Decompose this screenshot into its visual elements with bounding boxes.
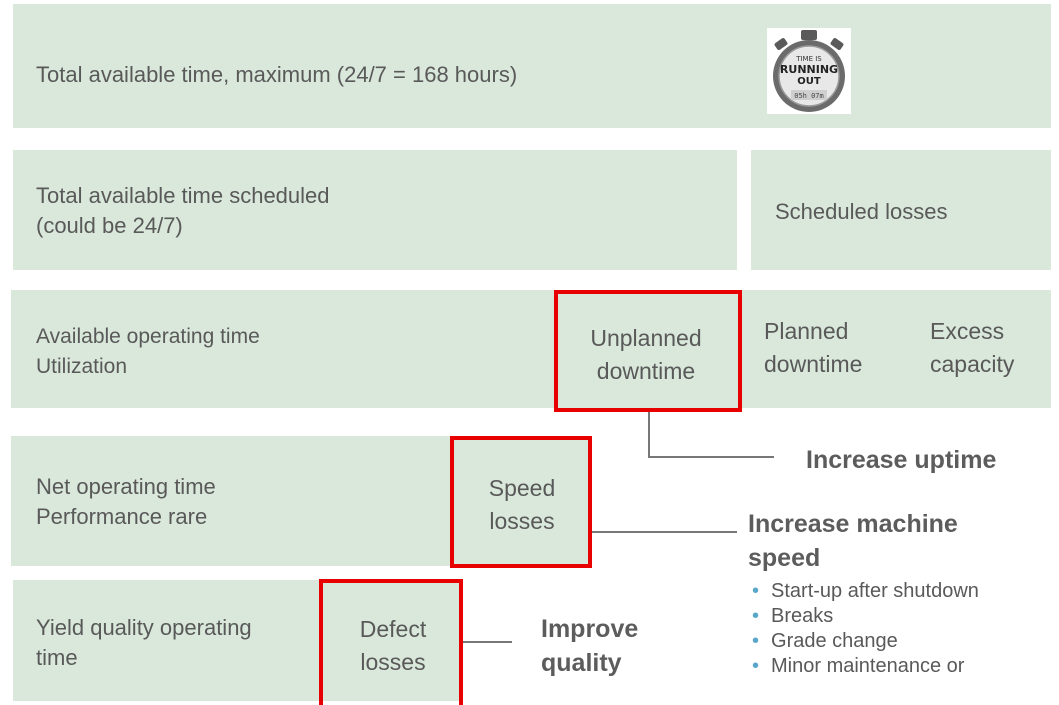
increase-speed-callout: Increase machine speed xyxy=(748,510,958,572)
svg-text:TIME IS: TIME IS xyxy=(795,55,822,63)
list-item: •Minor maintenance or xyxy=(752,655,965,677)
scheduled-losses-box xyxy=(751,150,1051,270)
row-available-operating xyxy=(11,290,1051,408)
row-yield-quality xyxy=(13,580,462,701)
svg-text:RUNNING: RUNNING xyxy=(780,63,838,76)
quality-connector xyxy=(463,641,512,643)
bullet-icon: • xyxy=(752,580,760,602)
row-available-operating-label: Available operating time Utilization xyxy=(36,322,260,382)
scheduled-losses-label: Scheduled losses xyxy=(775,199,948,224)
row-net-operating-line-1: Net operating time xyxy=(36,474,216,499)
row-scheduled-label: Total available time scheduled (could be… xyxy=(36,181,330,241)
row-available-operating-line-1: Available operating time xyxy=(36,325,260,348)
stopwatch-icon: TIME IS RUNNING OUT 05h 07m xyxy=(767,28,851,114)
row-scheduled-line-2: (could be 24/7) xyxy=(36,213,183,238)
row-total-max xyxy=(13,4,1051,128)
row-net-operating-line-2: Performance rare xyxy=(36,504,208,529)
svg-text:OUT: OUT xyxy=(797,76,821,87)
list-item: •Grade change xyxy=(752,630,898,652)
row-yield-quality-label: Yield quality operating time xyxy=(36,613,252,673)
defect-losses-highlight xyxy=(319,579,463,705)
uptime-connector-horizontal xyxy=(648,456,774,458)
row-net-operating-label: Net operating time Performance rare xyxy=(36,472,216,532)
unplanned-downtime-highlight xyxy=(554,290,742,412)
improve-quality-callout: Improve quality xyxy=(541,615,639,677)
unplanned-downtime-label: Unplanned downtime xyxy=(590,325,702,384)
row-yield-quality-line-1: Yield quality operating xyxy=(36,615,252,640)
row-scheduled xyxy=(13,150,737,270)
defect-losses-label: Defect losses xyxy=(359,616,427,675)
increase-uptime-callout: Increase uptime xyxy=(806,446,997,474)
row-total-max-label: Total available time, maximum (24/7 = 16… xyxy=(36,62,518,87)
planned-downtime-label: Planned downtime xyxy=(764,318,863,377)
row-net-operating xyxy=(11,436,589,566)
row-scheduled-line-1: Total available time scheduled xyxy=(36,183,330,208)
row-available-operating-line-2: Utilization xyxy=(36,355,128,378)
speed-losses-highlight xyxy=(450,436,592,568)
bullet-icon: • xyxy=(752,630,760,652)
bullet-icon: • xyxy=(752,655,760,677)
speed-connector xyxy=(592,531,737,533)
bullet-icon: • xyxy=(752,605,760,627)
svg-text:05h 07m: 05h 07m xyxy=(794,92,824,100)
excess-capacity-label: Excess capacity xyxy=(930,318,1015,377)
list-item: •Start-up after shutdown xyxy=(752,580,979,602)
uptime-connector-vertical xyxy=(648,412,650,458)
list-item: •Breaks xyxy=(752,605,834,627)
row-yield-quality-line-2: time xyxy=(36,645,78,670)
speed-losses-label: Speed losses xyxy=(488,475,556,534)
speed-causes-list: •Start-up after shutdown •Breaks •Grade … xyxy=(752,579,979,679)
